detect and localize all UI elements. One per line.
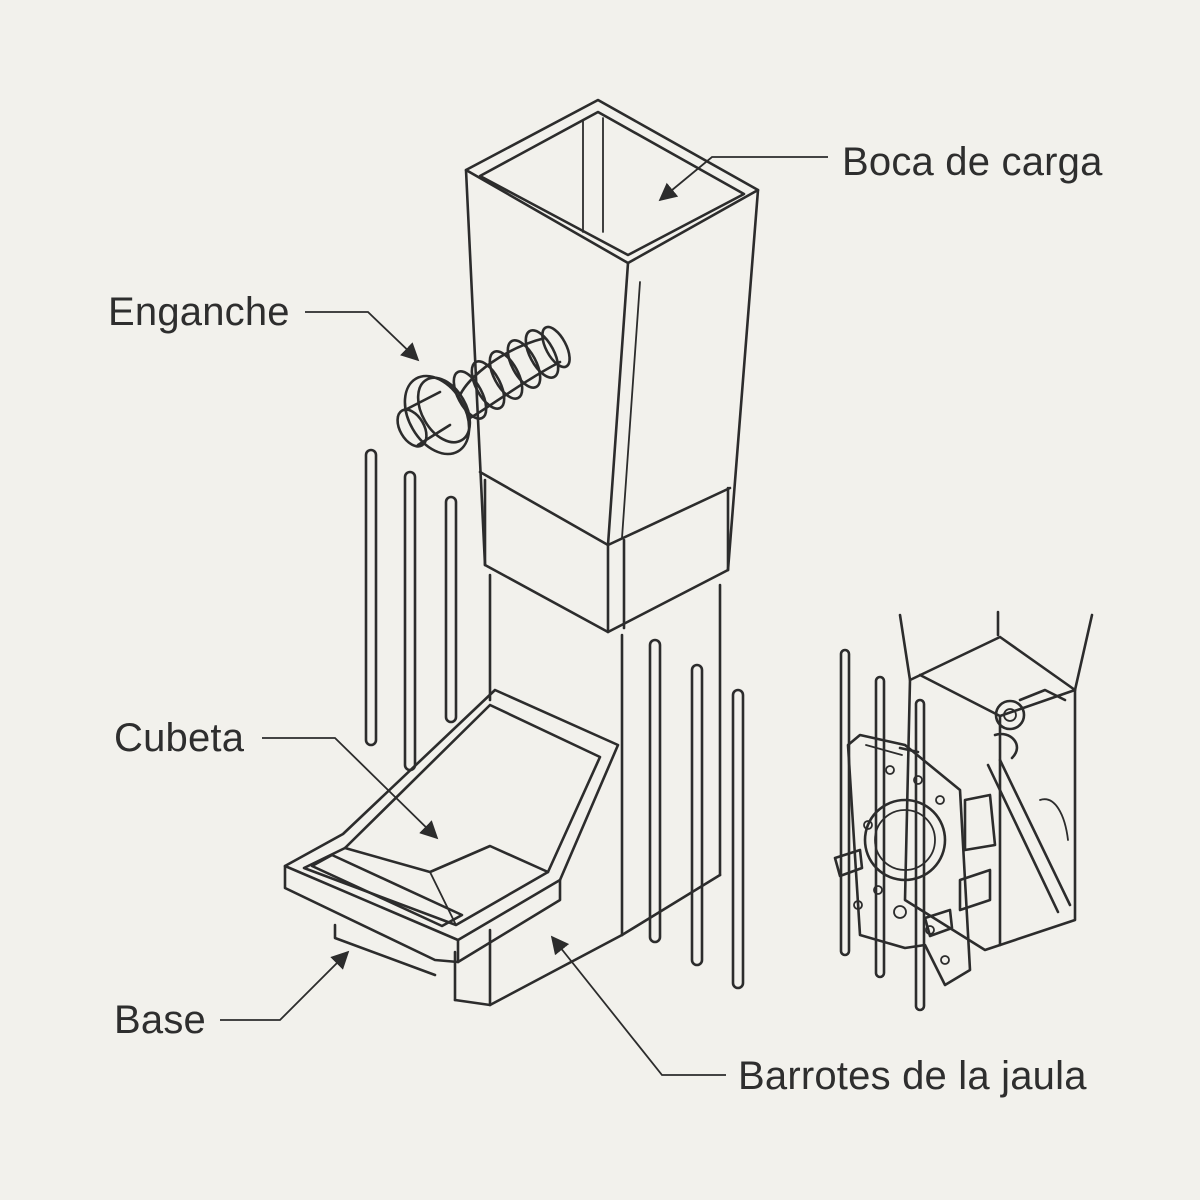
- hook-spring: [396, 325, 571, 456]
- label-hook: Enganche: [108, 290, 290, 334]
- label-base: Base: [114, 998, 206, 1042]
- cage-bars-left: [364, 448, 458, 772]
- mechanism-detail: [833, 610, 1094, 1012]
- callout-lines: [220, 156, 828, 1076]
- cage-bars-right: [648, 638, 745, 990]
- lower-body: [453, 573, 722, 1007]
- label-bowl: Cubeta: [114, 716, 245, 760]
- label-cage-bars: Barrotes de la jaula: [738, 1054, 1087, 1098]
- bowl: [283, 688, 620, 977]
- label-loading-mouth: Boca de carga: [842, 140, 1103, 184]
- hopper: [464, 98, 760, 634]
